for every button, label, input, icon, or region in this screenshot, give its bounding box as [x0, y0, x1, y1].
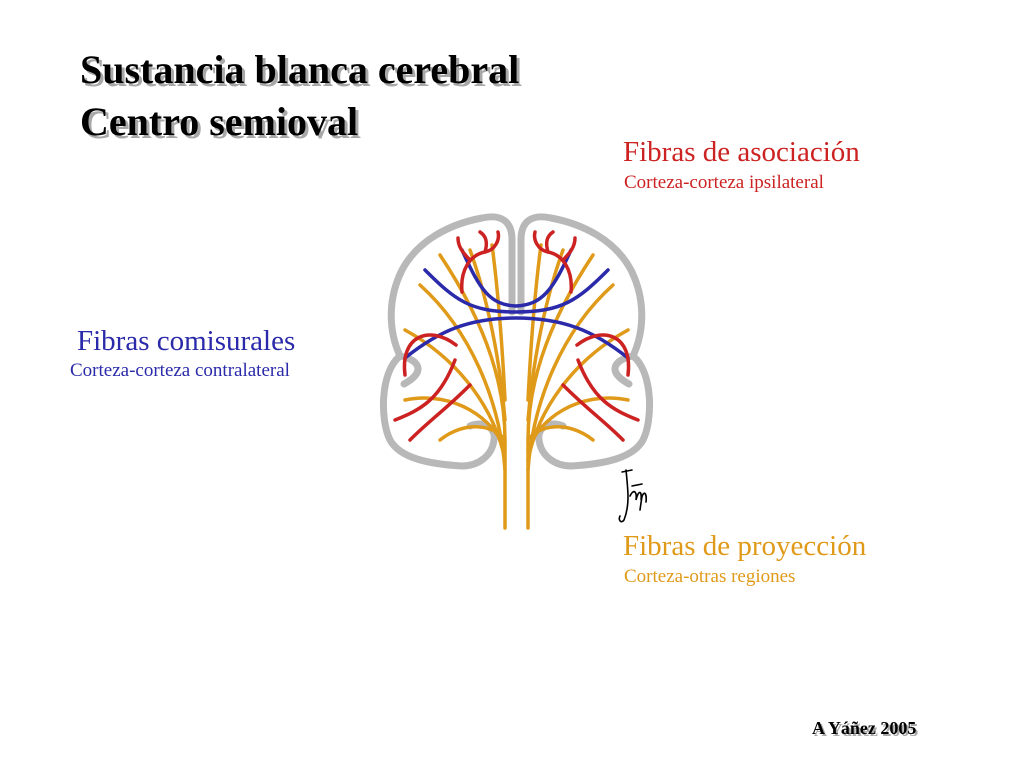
- left-sylvian-fold: [396, 352, 422, 388]
- title-line-1: Sustancia blanca cerebral: [80, 47, 520, 92]
- author-credit: A Yáñez 2005: [812, 718, 917, 738]
- signature-mark: [618, 469, 647, 523]
- commissural-fibers-label: Fibras comisurales: [77, 325, 296, 357]
- association-fibers-label: Fibras de asociación: [623, 136, 860, 168]
- association-fibers-description: Corteza-corteza ipsilateral: [624, 172, 824, 193]
- projection-fibers-description: Corteza-otras regiones: [624, 566, 796, 587]
- title-line-2: Centro semioval: [80, 99, 359, 144]
- projection-fibers: [403, 243, 630, 530]
- commissural-fibers-description: Corteza-corteza contralateral: [70, 360, 290, 381]
- slide-title: Sustancia blanca cerebral Centro semiova…: [80, 44, 519, 148]
- right-hemisphere-outline: [517, 213, 654, 470]
- left-hemisphere-outline: [379, 213, 516, 470]
- right-sylvian-fold: [611, 352, 637, 388]
- projection-fibers-label: Fibras de proyección: [623, 530, 867, 562]
- association-fibers: [393, 230, 640, 442]
